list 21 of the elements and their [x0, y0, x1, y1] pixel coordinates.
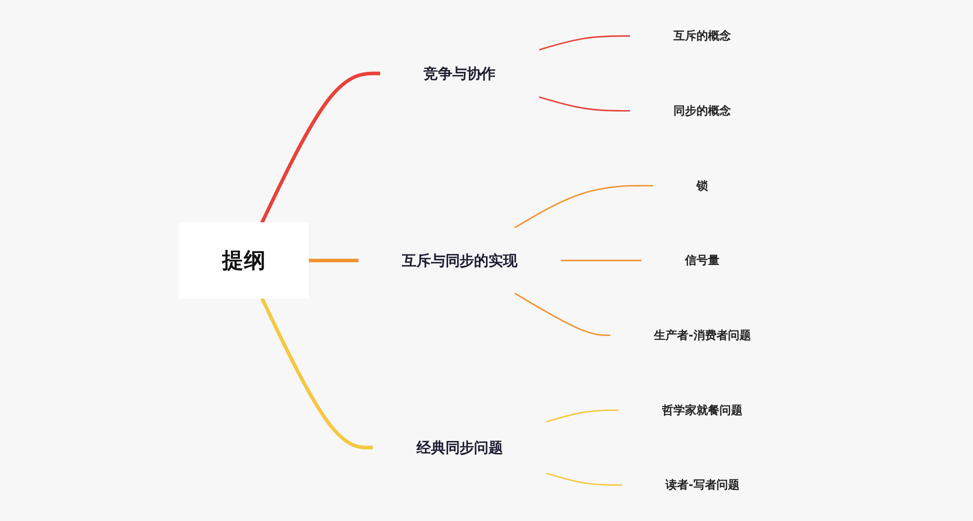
connector [260, 72, 380, 224]
node-text: 哲学家就餐问题 [662, 402, 743, 417]
connector [546, 409, 619, 423]
connector [514, 184, 654, 229]
node-text: 锁 [696, 178, 708, 192]
node-text: 互斥的概念 [674, 28, 732, 42]
node-text: 竞争与协作 [424, 64, 496, 82]
connector [538, 35, 630, 51]
node-text: 同步的概念 [674, 104, 732, 118]
connector [308, 258, 359, 262]
node-text: 互斥与同步的实现 [402, 252, 518, 270]
node-text: 读者-写者问题 [665, 478, 740, 492]
node-text: 生产者-消费者问题 [654, 328, 751, 342]
connector [546, 472, 622, 486]
node-text: 信号量 [685, 253, 720, 267]
connector [538, 96, 630, 112]
connector [514, 292, 611, 336]
connector [260, 298, 374, 450]
node-box: 提纲 [178, 222, 309, 299]
node-text: 经典同步问题 [416, 438, 503, 456]
connector [560, 260, 642, 262]
